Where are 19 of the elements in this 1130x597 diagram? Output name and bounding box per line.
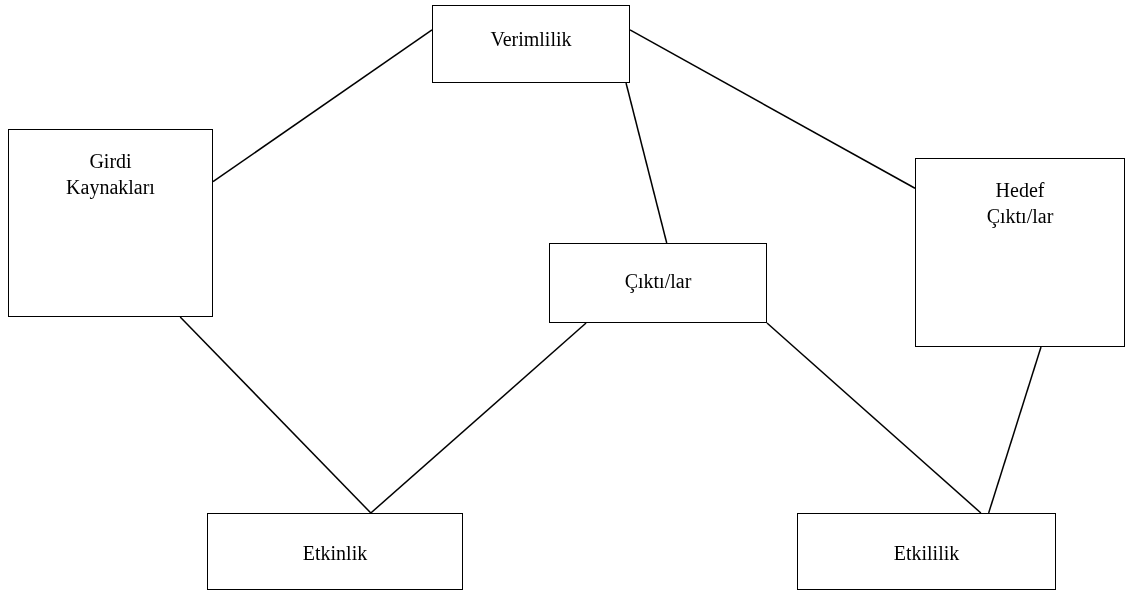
box-label: Girdi Kaynakları [65,149,156,200]
process-box [432,5,630,83]
box-label: Etkililik [893,541,960,566]
box-label: Verimlilik [490,27,572,52]
connector-line [629,29,916,189]
process-box [915,158,1125,347]
connector-line [212,29,433,183]
process-box [797,513,1056,590]
process-box [549,243,767,323]
connector-line [625,82,668,244]
connector-line [766,322,982,514]
connector-line [987,346,1042,514]
connector-line [370,322,587,514]
process-box [8,129,213,317]
box-label: Hedef Çıktı/lar [985,178,1055,229]
box-label: Çıktı/lar [624,269,692,294]
box-label: Etkinlik [302,541,368,566]
process-box [207,513,463,590]
connector-line [179,316,372,514]
